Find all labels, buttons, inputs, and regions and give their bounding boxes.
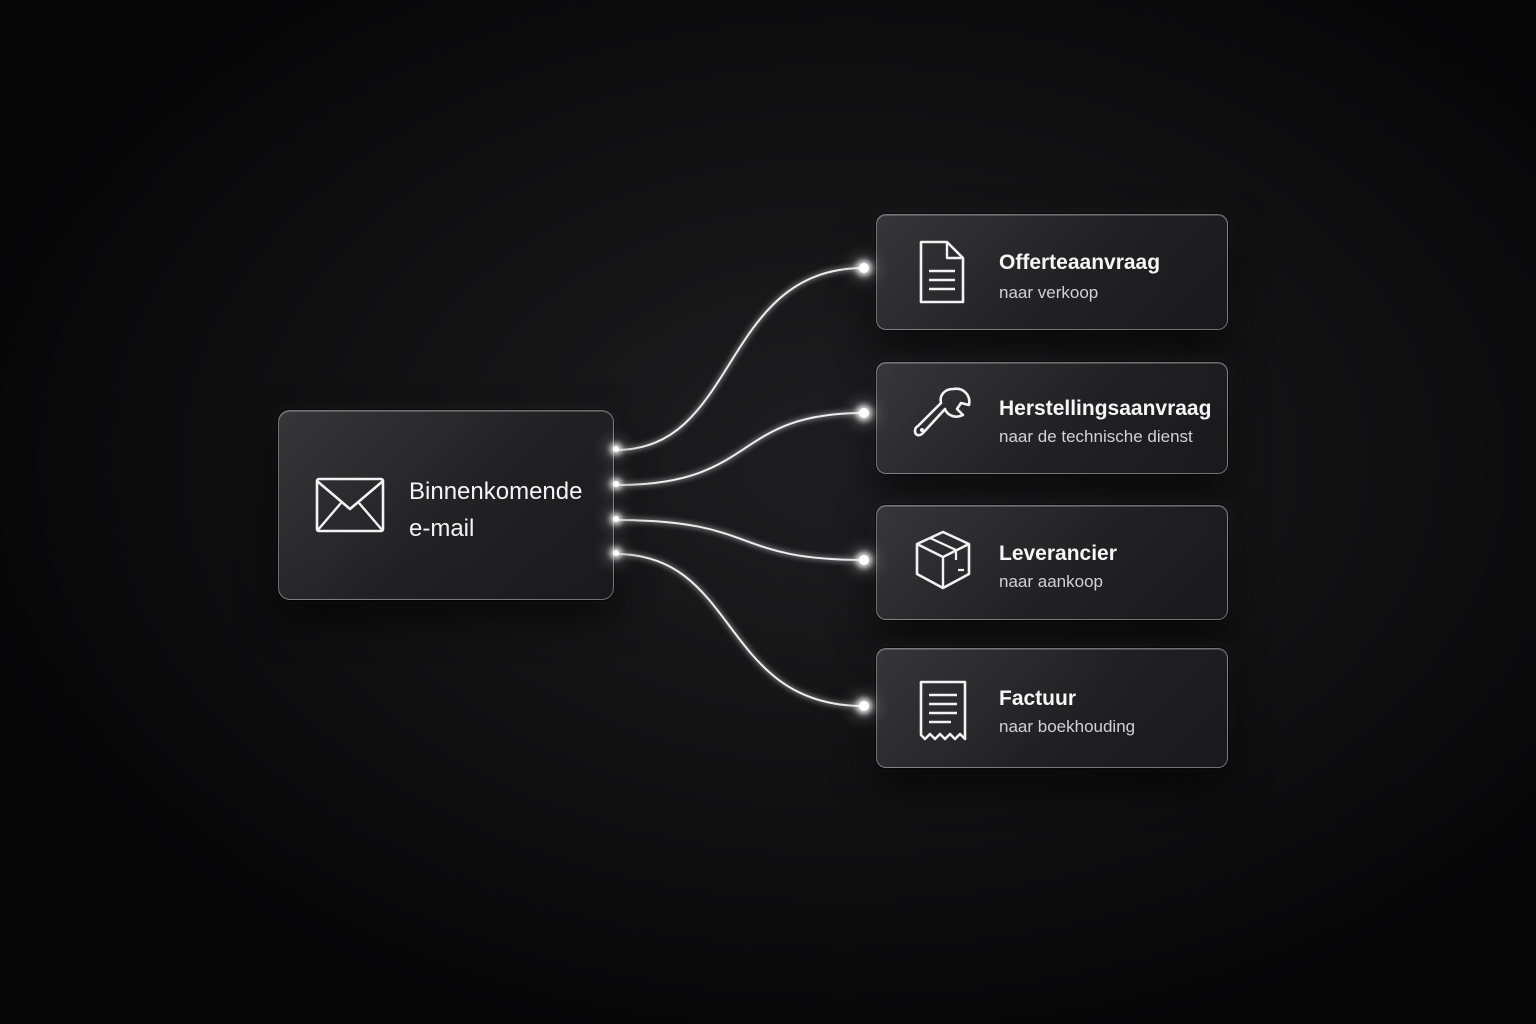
- endpoint-leverancier: [859, 555, 869, 565]
- connector-leverancier: [615, 519, 865, 561]
- connector-factuur: [615, 553, 865, 707]
- incoming-email-label: Binnenkomende e-mail: [409, 473, 609, 547]
- incoming-email-label-line2: e-mail: [409, 515, 475, 542]
- destination-title: Leverancier: [999, 542, 1117, 565]
- destination-title: Factuur: [999, 687, 1077, 710]
- connector-herstellingsaanvraag: [615, 412, 865, 486]
- wrench-icon: [913, 385, 973, 451]
- destination-title: Offerteaanvraag: [999, 251, 1161, 274]
- source-port-4: [613, 550, 619, 556]
- package-icon: [913, 528, 973, 594]
- destination-subtitle: naar boekhouding: [999, 717, 1136, 736]
- endpoint-offerteaanvraag: [859, 263, 869, 273]
- source-port-3: [613, 516, 619, 522]
- source-port-2: [613, 481, 619, 487]
- destination-card-factuur: Factuur naar boekhouding: [876, 648, 1228, 768]
- destination-subtitle: naar verkoop: [999, 283, 1099, 302]
- endpoint-herstellingsaanvraag: [859, 408, 869, 418]
- source-port-1: [613, 446, 619, 452]
- incoming-email-label-line1: Binnenkomende: [409, 478, 583, 505]
- destination-title: Herstellingsaanvraag: [999, 397, 1212, 420]
- destination-card-offerteaanvraag: Offerteaanvraag naar verkoop: [876, 214, 1228, 330]
- endpoint-factuur: [859, 701, 869, 711]
- document-icon: [913, 239, 973, 305]
- destination-subtitle: naar aankoop: [999, 572, 1103, 591]
- destination-subtitle: naar de technische dienst: [999, 427, 1193, 446]
- connector-offerteaanvraag: [615, 267, 865, 451]
- envelope-icon: [315, 477, 385, 533]
- receipt-icon: [913, 679, 973, 745]
- incoming-email-card: Binnenkomende e-mail: [278, 410, 614, 600]
- destination-card-herstellingsaanvraag: Herstellingsaanvraag naar de technische …: [876, 362, 1228, 474]
- destination-card-leverancier: Leverancier naar aankoop: [876, 505, 1228, 620]
